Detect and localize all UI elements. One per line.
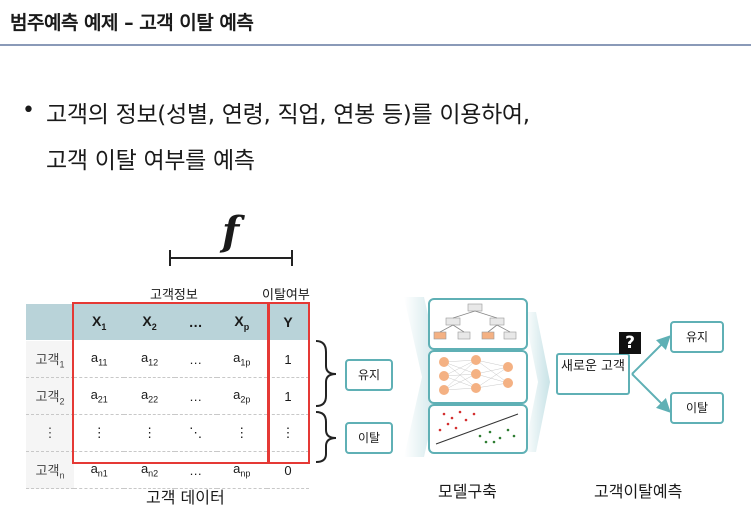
class-braces xyxy=(314,338,344,466)
decision-tree-icon xyxy=(430,300,522,344)
class-retain-box: 유지 xyxy=(345,359,393,391)
row-label: 고객2 xyxy=(26,378,74,415)
function-bracket xyxy=(165,248,295,268)
decision-tree-thumbnail xyxy=(428,298,528,350)
outcome-churn-box: 이탈 xyxy=(670,392,724,424)
customer-info-label: 고객정보 xyxy=(150,284,198,303)
row-label: ⋮ xyxy=(26,415,74,452)
target-highlight-box xyxy=(268,302,310,464)
outcome-retain-box: 유지 xyxy=(670,321,724,353)
churn-status-label: 이탈여부 xyxy=(262,284,310,303)
header-corner xyxy=(26,304,74,341)
arrow-to-retain xyxy=(632,338,668,374)
bullet-icon: • xyxy=(22,98,35,123)
scatter-classifier-icon xyxy=(430,406,522,448)
row-label: 고객n xyxy=(26,452,74,489)
svm-thumbnail xyxy=(428,404,528,454)
data-caption: 고객 데이터 xyxy=(146,484,225,508)
features-highlight-box xyxy=(72,302,269,464)
arrow-to-churn xyxy=(632,374,668,410)
bullet-text-line1: 고객의 정보(성별, 연령, 직업, 연봉 등)를 이용하여, xyxy=(46,95,530,129)
page-title: 범주예측 예제 – 고객 이탈 예측 xyxy=(10,8,253,35)
model-caption: 모델구축 xyxy=(438,478,497,502)
title-divider xyxy=(0,44,751,46)
class-churn-box: 이탈 xyxy=(345,422,393,454)
prediction-arrows xyxy=(630,330,675,420)
neural-network-thumbnail xyxy=(428,350,528,404)
row-label: 고객1 xyxy=(26,341,74,378)
new-customer-box: 새로운 고객 xyxy=(556,353,630,395)
neural-network-icon xyxy=(430,352,522,398)
prediction-caption: 고객이탈예측 xyxy=(594,478,682,502)
bullet-text-line2: 고객 이탈 여부를 예측 xyxy=(46,141,255,175)
